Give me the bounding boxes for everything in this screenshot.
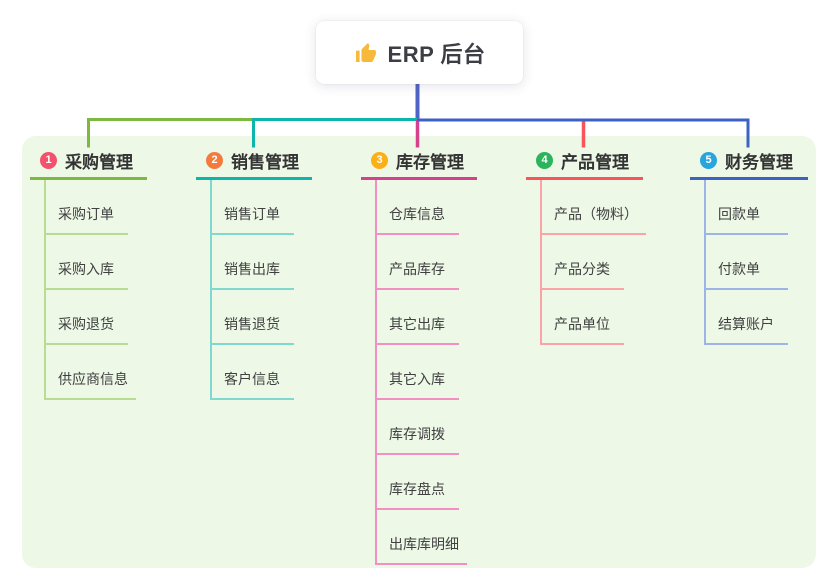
branch-item[interactable]: 付款单	[704, 235, 788, 290]
branches-panel	[22, 136, 816, 568]
branch-connector-line	[375, 180, 377, 565]
branch-title: 财务管理	[725, 153, 793, 172]
branch-item[interactable]: 采购入库	[44, 235, 128, 290]
branch-item-label: 产品库存	[389, 261, 445, 277]
branch-item-label: 产品单位	[554, 316, 610, 332]
branch-item-label: 采购退货	[58, 316, 114, 332]
branch-item[interactable]: 采购订单	[44, 180, 128, 235]
branch-item-label: 其它出库	[389, 316, 445, 332]
branch-heading[interactable]: 4 产品管理	[526, 146, 643, 180]
root-title: ERP 后台	[387, 41, 486, 67]
branch-connector-line	[44, 180, 46, 400]
branch-item-label: 产品（物料）	[554, 206, 638, 222]
branch-item[interactable]: 回款单	[704, 180, 788, 235]
branch-item[interactable]: 供应商信息	[44, 345, 136, 400]
branch-item-label: 出库库明细	[389, 536, 459, 552]
branch-items: 仓库信息产品库存其它出库其它入库库存调拨库存盘点出库库明细	[375, 180, 477, 565]
branch-item[interactable]: 结算账户	[704, 290, 788, 345]
branch-3: 3 库存管理 仓库信息产品库存其它出库其它入库库存调拨库存盘点出库库明细	[361, 146, 477, 565]
branch-item-label: 销售订单	[224, 206, 280, 222]
branch-item-label: 采购入库	[58, 261, 114, 277]
branch-2: 2 销售管理 销售订单销售出库销售退货客户信息	[196, 146, 312, 400]
branch-item[interactable]: 库存调拨	[375, 400, 459, 455]
branch-item[interactable]: 销售出库	[210, 235, 294, 290]
branch-5: 5 财务管理 回款单付款单结算账户	[690, 146, 808, 345]
branch-item[interactable]: 销售退货	[210, 290, 294, 345]
branch-1: 1 采购管理 采购订单采购入库采购退货供应商信息	[30, 146, 147, 400]
thumbs-up-icon	[354, 41, 378, 65]
branch-heading[interactable]: 5 财务管理	[690, 146, 808, 180]
branch-item[interactable]: 产品单位	[540, 290, 624, 345]
branch-title: 库存管理	[396, 153, 464, 172]
branch-item[interactable]: 其它入库	[375, 345, 459, 400]
branch-connector-line	[704, 180, 706, 345]
branch-item[interactable]: 产品（物料）	[540, 180, 646, 235]
branch-item[interactable]: 其它出库	[375, 290, 459, 345]
branch-title: 采购管理	[65, 153, 133, 172]
branch-item-label: 其它入库	[389, 371, 445, 387]
branch-heading[interactable]: 2 销售管理	[196, 146, 312, 180]
branch-item-label: 产品分类	[554, 261, 610, 277]
branch-title: 产品管理	[561, 153, 629, 172]
branch-item-label: 库存盘点	[389, 481, 445, 497]
branch-item[interactable]: 客户信息	[210, 345, 294, 400]
root-node[interactable]: ERP 后台	[316, 21, 523, 84]
branch-item[interactable]: 出库库明细	[375, 510, 467, 565]
branch-item[interactable]: 产品库存	[375, 235, 459, 290]
branch-item-label: 客户信息	[224, 371, 280, 387]
branch-item-label: 付款单	[718, 261, 760, 277]
branch-heading[interactable]: 1 采购管理	[30, 146, 147, 180]
branch-item-label: 库存调拨	[389, 426, 445, 442]
branch-connector-line	[210, 180, 212, 400]
branch-number-badge: 3	[371, 152, 388, 169]
branch-number-badge: 2	[206, 152, 223, 169]
branch-item-label: 仓库信息	[389, 206, 445, 222]
branch-item[interactable]: 仓库信息	[375, 180, 459, 235]
branch-heading[interactable]: 3 库存管理	[361, 146, 477, 180]
branch-item[interactable]: 产品分类	[540, 235, 624, 290]
branch-4: 4 产品管理 产品（物料） 产品分类产品单位	[526, 146, 646, 345]
branch-item-label: 回款单	[718, 206, 760, 222]
branch-number-badge: 4	[536, 152, 553, 169]
branch-number-badge: 5	[700, 152, 717, 169]
branch-connector-line	[540, 180, 542, 345]
branch-items: 回款单付款单结算账户	[704, 180, 808, 345]
branch-item[interactable]: 销售订单	[210, 180, 294, 235]
branch-item-label: 销售出库	[224, 261, 280, 277]
branch-item-label: 供应商信息	[58, 371, 128, 387]
branch-title: 销售管理	[231, 153, 299, 172]
branch-items: 采购订单采购入库采购退货供应商信息	[44, 180, 147, 400]
branch-item[interactable]: 采购退货	[44, 290, 128, 345]
branch-item-label: 结算账户	[718, 316, 774, 332]
branch-items: 产品（物料） 产品分类产品单位	[540, 180, 646, 345]
branch-item-label: 采购订单	[58, 206, 114, 222]
branch-items: 销售订单销售出库销售退货客户信息	[210, 180, 312, 400]
branch-item-label: 销售退货	[224, 316, 280, 332]
branch-item[interactable]: 库存盘点	[375, 455, 459, 510]
branch-number-badge: 1	[40, 152, 57, 169]
